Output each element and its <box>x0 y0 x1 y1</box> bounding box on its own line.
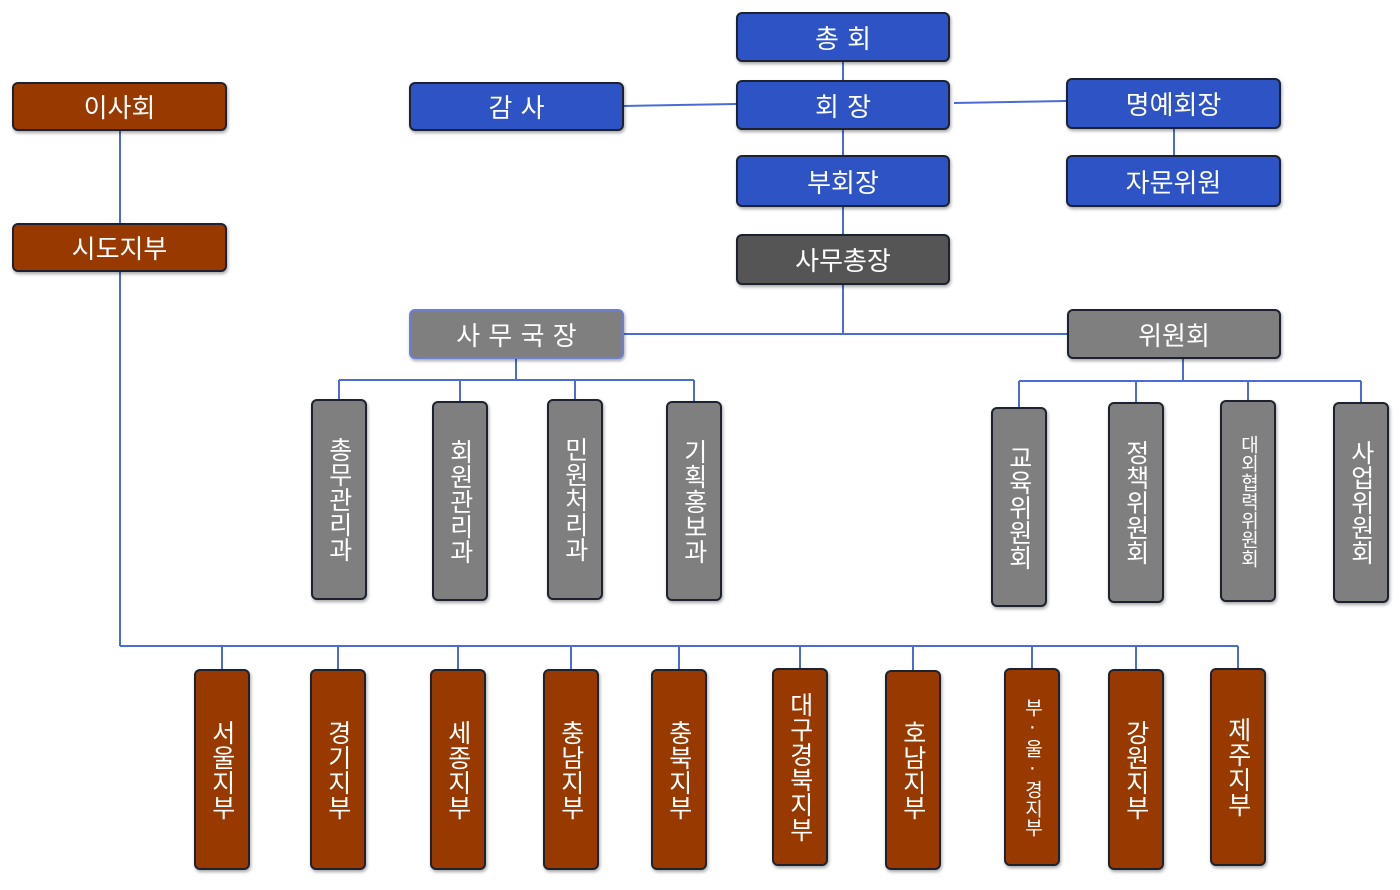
advisors-label: 자문위원 <box>1125 168 1222 199</box>
committee-item-label: 정책위원회 <box>1121 440 1151 565</box>
committee-item-box: 정책위원회 <box>1108 402 1164 603</box>
general-assembly-box: 총 회 <box>736 12 950 62</box>
committee-item-box: 사업위원회 <box>1333 402 1389 603</box>
president-box: 회 장 <box>736 80 950 130</box>
secretary-general-box: 사무총장 <box>736 234 950 285</box>
branch-label: 부·울·경지부 <box>1021 697 1044 837</box>
branch-box: 제주지부 <box>1210 668 1266 866</box>
office-department-box: 총무관리과 <box>311 399 367 600</box>
office-director-box: 사 무 국 장 <box>409 309 624 359</box>
branch-label: 충북지부 <box>664 719 694 820</box>
branch-box: 충남지부 <box>543 669 599 870</box>
branch-label: 호남지부 <box>898 720 928 820</box>
committee-box: 위원회 <box>1067 309 1281 359</box>
auditor-box: 감 사 <box>409 82 624 131</box>
branch-box: 서울지부 <box>194 669 250 870</box>
office-director-label: 사 무 국 장 <box>456 321 577 352</box>
office-department-box: 민원처리과 <box>547 399 603 600</box>
office-department-label: 총무관리과 <box>324 437 354 562</box>
branch-label: 서울지부 <box>207 719 237 820</box>
committee-label: 위원회 <box>1138 321 1210 352</box>
office-department-label: 기획홍보과 <box>679 438 709 564</box>
committee-item-label: 사업위원회 <box>1346 440 1376 565</box>
secretary-general-label: 사무총장 <box>795 247 891 277</box>
vice-president-label: 부회장 <box>807 168 879 199</box>
regional-branches-box: 시도지부 <box>12 223 227 272</box>
branch-box: 세종지부 <box>430 669 486 870</box>
board-of-directors-box: 이사회 <box>12 82 227 131</box>
branch-box: 부·울·경지부 <box>1004 668 1060 866</box>
advisors-box: 자문위원 <box>1066 155 1281 207</box>
branch-box: 경기지부 <box>310 669 366 870</box>
branch-label: 강원지부 <box>1121 719 1151 820</box>
board-of-directors-label: 이사회 <box>83 94 156 124</box>
committee-item-label: 교육위원회 <box>1004 444 1034 570</box>
office-department-box: 회원관리과 <box>432 401 488 601</box>
office-department-label: 회원관리과 <box>445 438 475 564</box>
honorary-president-label: 명예회장 <box>1125 91 1222 121</box>
honorary-president-box: 명예회장 <box>1066 78 1281 129</box>
committee-item-label: 대외협력위원회 <box>1237 434 1260 568</box>
branch-label: 세종지부 <box>443 719 473 820</box>
branch-box: 강원지부 <box>1108 669 1164 870</box>
committee-item-box: 교육위원회 <box>991 407 1047 607</box>
branch-label: 경기지부 <box>323 719 353 820</box>
branch-box: 호남지부 <box>885 670 941 870</box>
branch-label: 제주지부 <box>1223 717 1253 817</box>
committee-item-box: 대외협력위원회 <box>1220 400 1276 602</box>
regional-branches-label: 시도지부 <box>71 235 168 265</box>
general-assembly-label: 총 회 <box>814 24 872 55</box>
branch-box: 충북지부 <box>651 669 707 870</box>
branch-label: 충남지부 <box>556 719 586 820</box>
vice-president-box: 부회장 <box>736 155 950 207</box>
office-department-label: 민원처리과 <box>560 437 590 562</box>
auditor-label: 감 사 <box>488 94 545 124</box>
branch-label: 대구경북지부 <box>785 692 815 842</box>
president-label: 회 장 <box>814 92 872 123</box>
office-department-box: 기획홍보과 <box>666 401 722 601</box>
branch-box: 대구경북지부 <box>772 668 828 866</box>
